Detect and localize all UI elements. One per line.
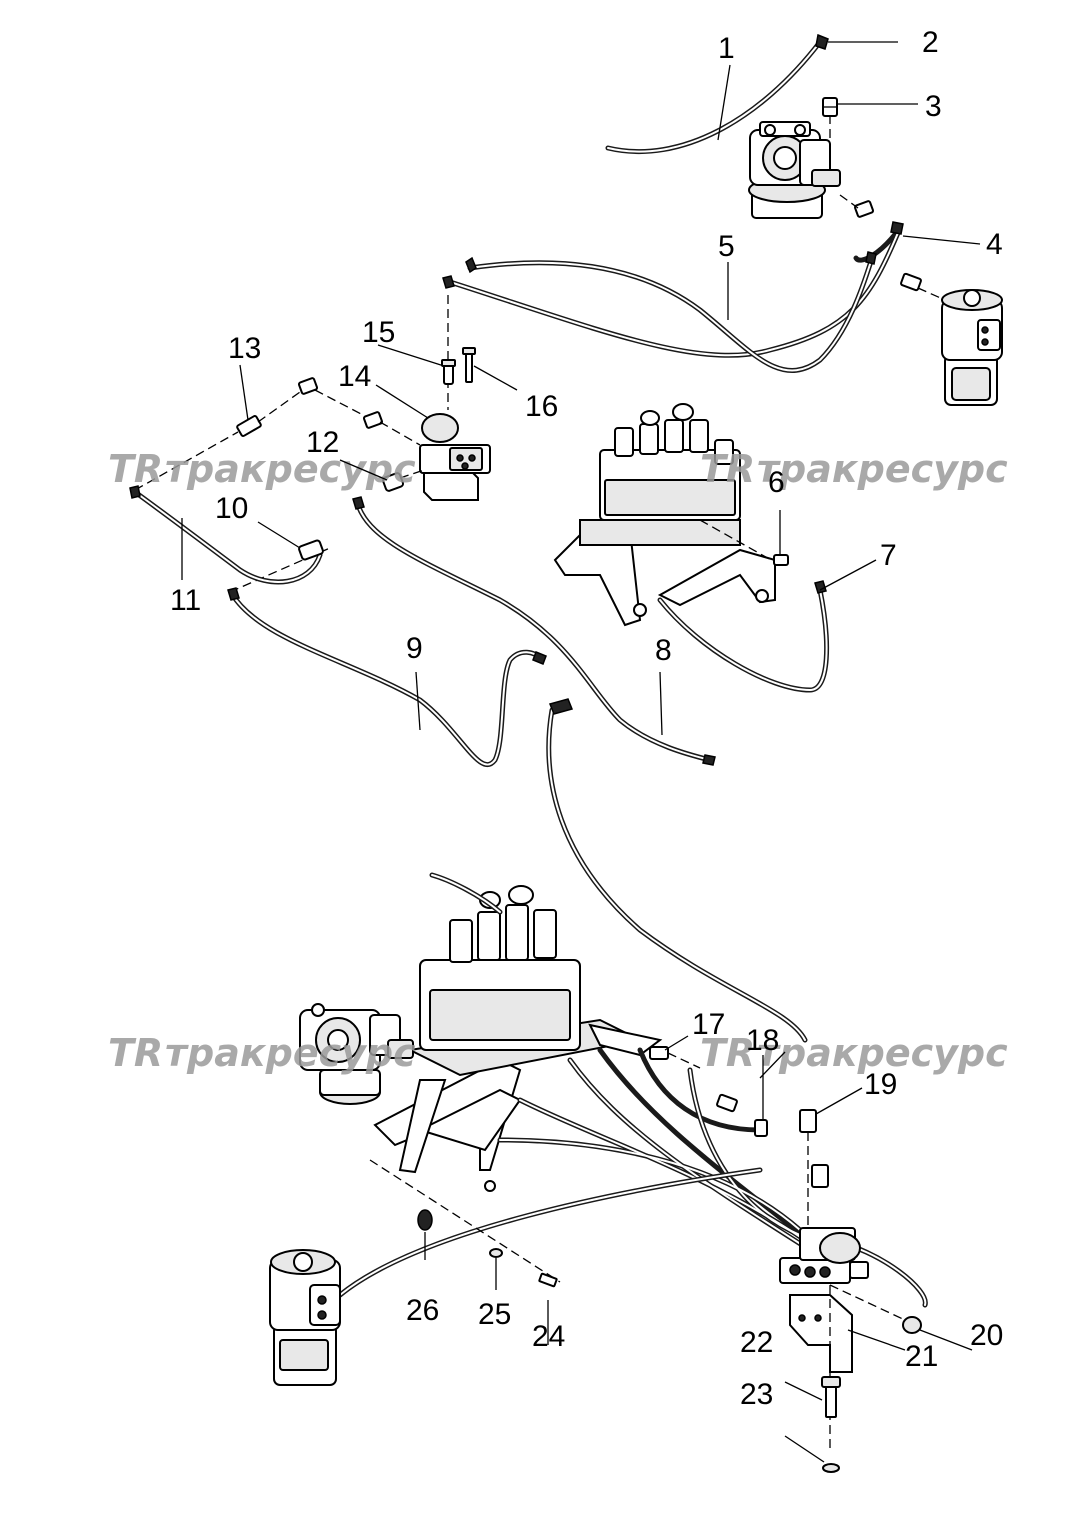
callout-25: 25: [478, 1298, 511, 1331]
callout-16: 16: [525, 390, 558, 423]
bolt-16: [462, 347, 476, 383]
callout-7: 7: [880, 539, 897, 572]
callout-6: 6: [768, 466, 785, 499]
watermark-text: тракресурс: [757, 447, 1008, 491]
hose-7: [657, 580, 829, 693]
callout-23: 23: [740, 1378, 773, 1411]
hose-11: [129, 485, 323, 585]
callout-15: 15: [362, 316, 395, 349]
pump-motor-upper: [748, 121, 841, 219]
bolt-15: [441, 359, 456, 385]
pump-motor-lower: [299, 1003, 414, 1105]
callout-11: 11: [170, 584, 201, 617]
fitting-17: [649, 1046, 669, 1060]
callout-13: 13: [228, 332, 261, 365]
grommet-26: [417, 1209, 433, 1231]
leader-lines: [181, 41, 981, 1463]
callout-8: 8: [655, 634, 672, 667]
hose-long-lower: [546, 698, 808, 1043]
callout-20: 20: [970, 1319, 1003, 1352]
callout-24: 24: [532, 1320, 565, 1353]
callout-4: 4: [986, 228, 1003, 261]
watermark-text: тракресурс: [165, 447, 416, 491]
fitting-3: [822, 97, 838, 117]
accumulator-14: [421, 413, 459, 443]
control-valve-lower: [373, 872, 663, 1192]
steering-unit-lower: [269, 1249, 341, 1386]
hose-5: [465, 251, 877, 373]
bracket-21: [789, 1294, 853, 1373]
washer-23: [822, 1463, 840, 1473]
callout-18: 18: [746, 1024, 779, 1057]
watermark-middle: TR тракресурс: [700, 447, 1008, 491]
watermark-top: TR тракресурс: [108, 447, 416, 491]
washer-25: [489, 1248, 503, 1258]
callout-21: 21: [905, 1340, 938, 1373]
hose-bundle-lower: [497, 1047, 818, 1253]
callout-14: 14: [338, 360, 371, 393]
fitting-18: [716, 1093, 768, 1137]
callout-3: 3: [925, 90, 942, 123]
callout-labels: 1 2 3 4 5 6 7 8 9 10 11 12 13 14 15 16 1…: [170, 26, 1003, 1411]
callout-1: 1: [718, 32, 735, 65]
fitting-4a: [853, 200, 875, 218]
hose-9: [227, 587, 547, 768]
callout-2: 2: [922, 26, 939, 59]
callout-17: 17: [692, 1008, 725, 1041]
callout-5: 5: [718, 230, 735, 263]
fitting-4b: [900, 272, 922, 292]
control-valve-upper: [553, 403, 776, 627]
fitting-12: [381, 472, 405, 492]
fitting-10: [298, 539, 324, 561]
valve-block-lower: [779, 1227, 869, 1284]
callout-9: 9: [406, 632, 423, 665]
callout-19: 19: [864, 1068, 897, 1101]
watermark-logo: TR: [700, 447, 755, 491]
bolt-22: [821, 1376, 841, 1418]
bolt-24: [538, 1272, 558, 1288]
hose-1: [605, 33, 829, 154]
fitting-6: [773, 554, 789, 566]
watermark-logo: TR: [108, 1031, 163, 1075]
watermark-text: тракресурс: [757, 1031, 1008, 1075]
fitting-13: [236, 377, 384, 437]
watermark-logo: TR: [108, 447, 163, 491]
watermark-logo: TR: [700, 1031, 755, 1075]
fitting-19: [799, 1109, 829, 1188]
watermark-lower-right: TR тракресурс: [700, 1031, 1008, 1075]
callout-10: 10: [215, 492, 248, 525]
watermark-text: тракресурс: [165, 1031, 416, 1075]
valve-block-12: [419, 444, 491, 501]
callout-12: 12: [306, 426, 339, 459]
hose-8: [352, 496, 716, 766]
hose-4: [442, 221, 904, 358]
callout-26: 26: [406, 1294, 439, 1327]
watermark-lower-left: TR тракресурс: [108, 1031, 416, 1075]
plug-20: [902, 1316, 922, 1334]
steering-unit-upper: [941, 289, 1003, 406]
callout-22: 22: [740, 1326, 773, 1359]
